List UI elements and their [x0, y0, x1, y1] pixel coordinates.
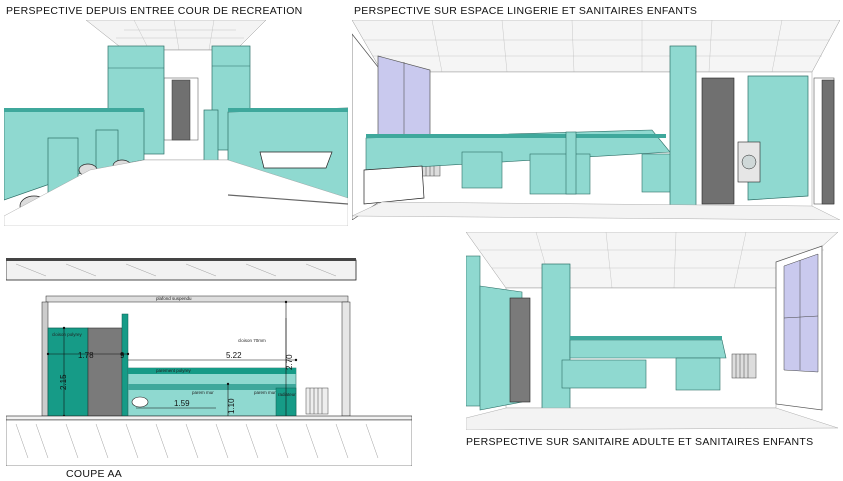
label-cladding: parement polyrey [156, 368, 192, 373]
dimension-width-basin: 1.59 [174, 399, 190, 408]
radiator-icon [731, 353, 757, 379]
label-partition-left: cloison polyrey [52, 332, 83, 337]
dimension-width-main: 5.22 [226, 351, 242, 360]
label-partition: cloison 70mm [238, 338, 266, 343]
dimension-height-counter: 1.10 [227, 398, 236, 414]
toilet-icon [131, 396, 149, 408]
label-wall-right: parem mur [254, 390, 276, 395]
title-adulte-perspective: PERSPECTIVE SUR SANITAIRE ADULTE ET SANI… [466, 436, 814, 448]
lingerie-perspective-view [352, 20, 840, 220]
adulte-perspective-view [466, 232, 838, 430]
title-lingerie-perspective: PERSPECTIVE SUR ESPACE LINGERIE ET SANIT… [354, 5, 698, 17]
entrance-perspective-view [4, 20, 348, 226]
label-radiator: radiateur [278, 392, 296, 397]
title-coupe-aa: COUPE AA [66, 468, 123, 480]
label-ceiling: plafond suspendu [156, 296, 192, 301]
dimension-gap: 9 [120, 351, 125, 360]
label-wall-left: parem mur [192, 390, 214, 395]
title-entrance-perspective: PERSPECTIVE DEPUIS ENTREE COUR DE RECREA… [6, 5, 303, 17]
dimension-width-left: 1.78 [78, 351, 94, 360]
dimension-height-total: 2.70 [285, 354, 294, 370]
radiator-icon [305, 387, 329, 415]
section-aa-drawing: plafond suspendu cloison polyrey paremen… [6, 258, 412, 466]
dimension-height-left: 2.15 [59, 374, 68, 390]
